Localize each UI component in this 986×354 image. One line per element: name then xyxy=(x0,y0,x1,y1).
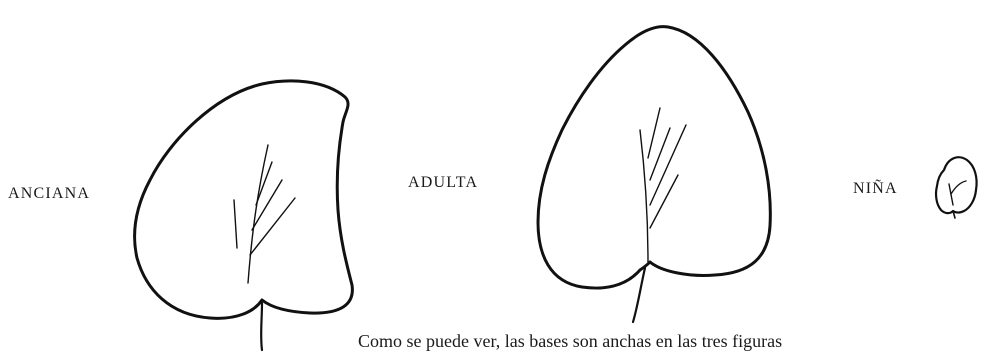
elderly-leaf-midrib xyxy=(248,145,268,283)
adult-leaf-vein xyxy=(648,108,660,158)
adult-leaf-outline xyxy=(538,27,770,288)
elderly-leaf-vein xyxy=(234,200,237,248)
elderly-leaf-drawing xyxy=(135,81,353,350)
label-adulta: ADULTA xyxy=(408,174,478,192)
elderly-leaf-vein xyxy=(256,162,272,205)
elderly-leaf-petiole xyxy=(261,303,262,350)
adult-leaf-drawing xyxy=(538,27,770,322)
label-anciana: ANCIANA xyxy=(8,185,90,203)
child-leaf-drawing xyxy=(936,157,977,218)
child-leaf-outline xyxy=(936,157,977,213)
elderly-leaf-outline xyxy=(135,81,353,318)
adult-leaf-midrib xyxy=(640,130,648,262)
adult-leaf-vein xyxy=(650,175,678,228)
child-leaf-vein xyxy=(951,181,966,194)
figure-caption: Como se puede ver, las bases son anchas … xyxy=(358,331,782,352)
label-nina: NIÑA xyxy=(853,180,898,198)
